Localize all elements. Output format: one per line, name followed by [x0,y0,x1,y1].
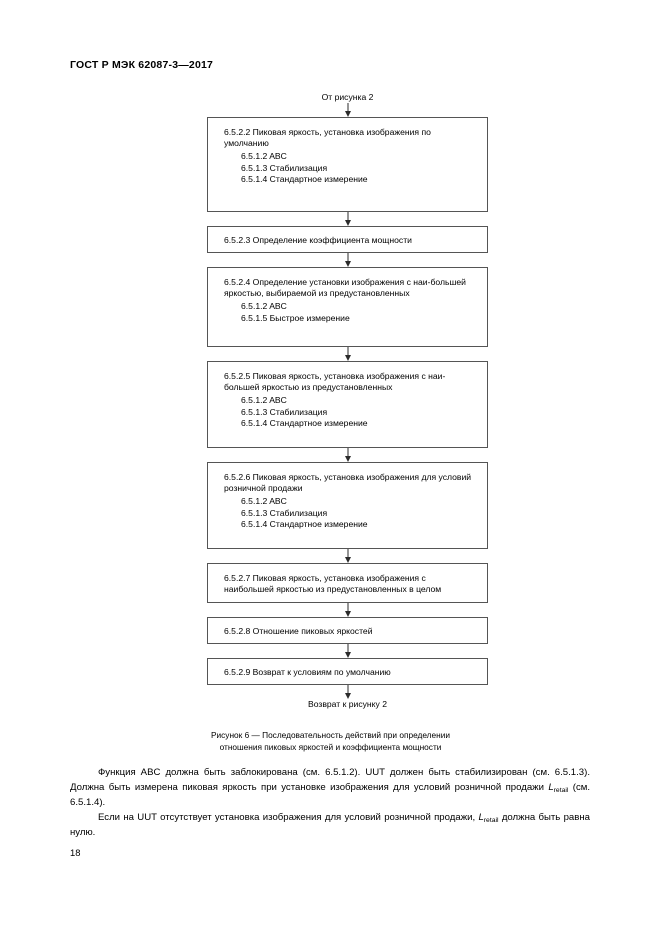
figure-caption-line-1: Рисунок 6 — Последовательность действий … [210,730,450,740]
flow-node-6-5-2-8: 6.5.2.8 Отношение пиковых яркостей [207,617,488,644]
flow-node-6-5-2-6: 6.5.2.6 Пиковая яркость, установка изобр… [207,462,488,549]
flow-node-title: 6.5.2.5 Пиковая яркость, установка изобр… [224,371,446,393]
flow-node-6-5-2-3: 6.5.2.3 Определение коэффициента мощност… [207,226,488,253]
list-item: 6.5.1.4 Стандартное измерение [241,174,368,185]
list-item: 6.5.1.2 ABC [241,495,287,506]
flow-node-title: 6.5.2.6 Пиковая яркость, установка изобр… [224,472,472,494]
arrow-down-icon [207,685,488,699]
list-item: 6.5.1.2 ABC [241,150,287,161]
arrow-down-icon [207,603,488,617]
arrow-down-icon [207,212,488,226]
subscript-retail: retail [553,786,569,794]
page-number: 18 [70,847,81,858]
paragraph-2-text-b: должна быть равна нулю. [70,811,590,839]
list-item: 6.5.1.5 Быстрое измерение [241,312,350,323]
arrow-down-icon [207,347,488,361]
flow-node-6-5-2-5: 6.5.2.5 Пиковая яркость, установка изобр… [207,361,488,448]
paragraph-2-text-a: Если на UUT отсутствует установка изобра… [98,811,479,823]
flow-node-6-5-2-4: 6.5.2.4 Определение установки изображени… [207,267,488,347]
list-item: 6.5.1.2 ABC [241,394,287,405]
flowchart: От рисунка 2 6.5.2.2 Пиковая яркость, ус… [207,92,488,710]
paragraph-1-text-b: (см. 6.5.1.4). [70,781,590,809]
flow-node-title: 6.5.2.3 Определение коэффициента мощност… [224,235,412,245]
flow-node-substeps: 6.5.1.2 ABC 6.5.1.3 Стабилизация 6.5.1.4… [224,395,477,430]
arrow-down-icon [207,644,488,658]
flowchart-entry-label: От рисунка 2 [321,92,374,102]
list-item: 6.5.1.2 ABC [241,300,287,311]
symbol-l-retail: L [478,811,484,823]
arrow-down-icon [207,253,488,267]
arrow-down-icon [207,103,488,117]
symbol-l-retail: L [548,781,554,793]
list-item: 6.5.1.3 Стабилизация [241,406,328,417]
flow-node-title: 6.5.2.4 Определение установки изображени… [224,277,466,299]
list-item: 6.5.1.3 Стабилизация [241,162,328,173]
flow-node-6-5-2-7: 6.5.2.7 Пиковая яркость, установка изобр… [207,563,488,603]
flow-node-title: 6.5.2.8 Отношение пиковых яркостей [224,626,373,636]
subscript-retail: retail [483,816,499,824]
flow-node-substeps: 6.5.1.2 ABC 6.5.1.3 Стабилизация 6.5.1.4… [224,496,477,531]
flow-node-6-5-2-9: 6.5.2.9 Возврат к условиям по умолчанию [207,658,488,685]
flowchart-exit-label: Возврат к рисунку 2 [307,699,387,709]
figure-caption-line-2: отношения пиковых яркостей и коэффициент… [219,742,442,752]
paragraph-1-text-a: Функция ABC должна быть заблокирована (с… [70,767,590,793]
body-text: Функция ABC должна быть заблокирована (с… [70,766,590,841]
flow-node-substeps: 6.5.1.2 ABC 6.5.1.5 Быстрое измерение [224,301,477,324]
flow-node-6-5-2-2: 6.5.2.2 Пиковая яркость, установка изобр… [207,117,488,212]
arrow-down-icon [207,549,488,563]
flow-node-title: 6.5.2.9 Возврат к условиям по умолчанию [224,667,391,677]
flow-node-substeps: 6.5.1.2 ABC 6.5.1.3 Стабилизация 6.5.1.4… [224,151,477,186]
paragraph-2: Если на UUT отсутствует установка изобра… [70,811,590,841]
list-item: 6.5.1.4 Стандартное измерение [241,418,368,429]
flow-node-title: 6.5.2.7 Пиковая яркость, установка изобр… [224,573,442,595]
document-header-standard-number: ГОСТ Р МЭК 62087-3—2017 [70,59,214,71]
figure-caption: Рисунок 6 — Последовательность действий … [0,729,661,753]
list-item: 6.5.1.4 Стандартное измерение [241,519,368,530]
paragraph-1: Функция ABC должна быть заблокирована (с… [70,766,590,811]
arrow-down-icon [207,448,488,462]
list-item: 6.5.1.3 Стабилизация [241,507,328,518]
flow-node-title: 6.5.2.2 Пиковая яркость, установка изобр… [224,127,431,149]
